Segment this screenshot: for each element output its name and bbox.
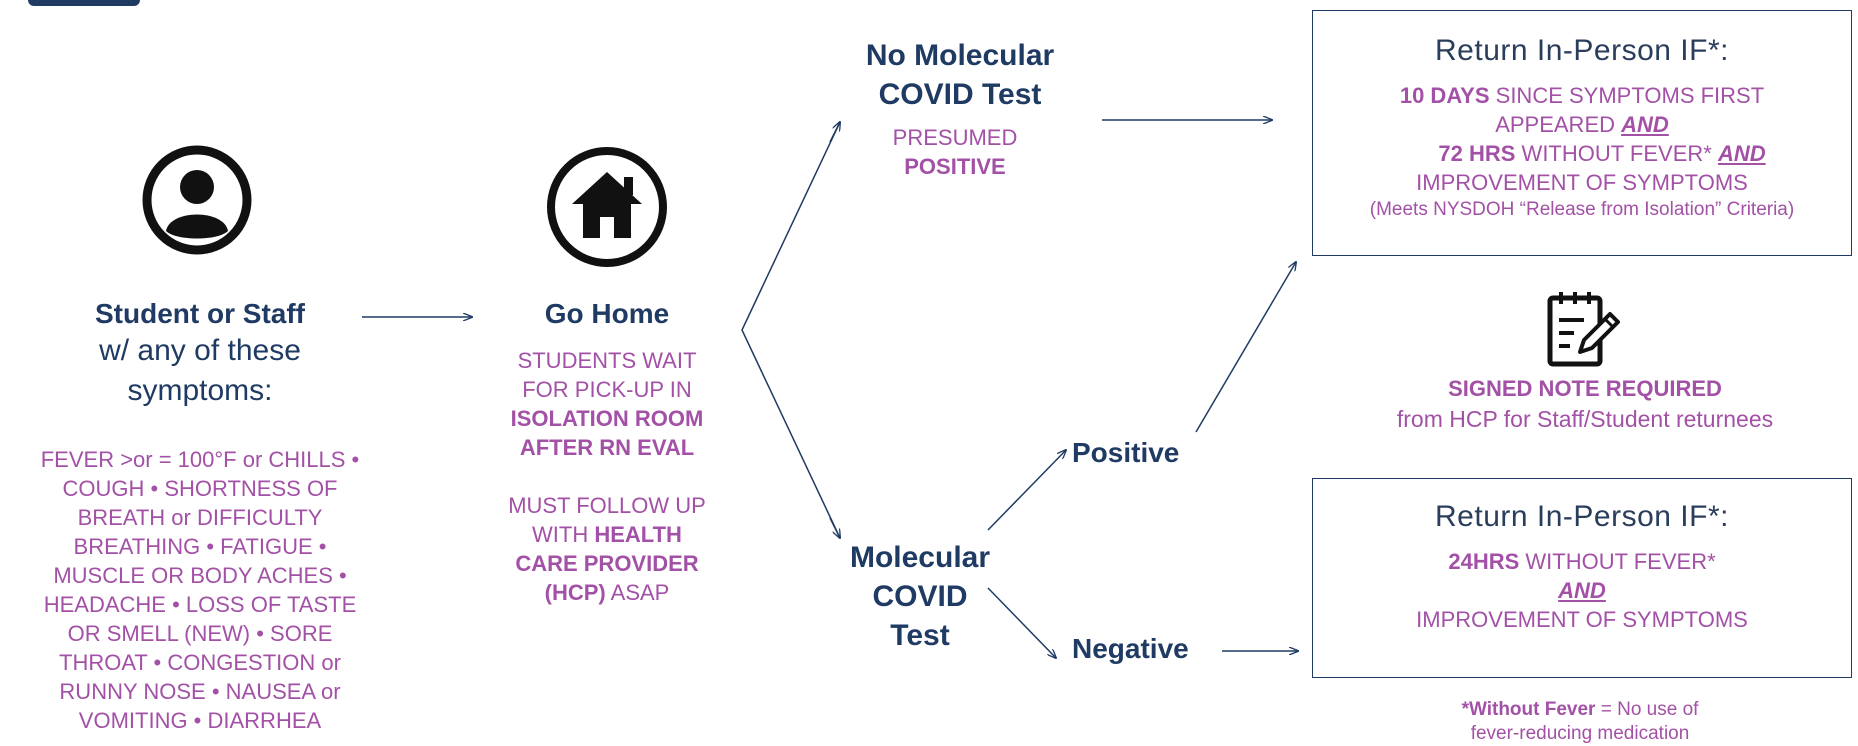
criteria-line: 24HRS WITHOUT FEVER* bbox=[1313, 547, 1851, 576]
presumed-line: PRESUMED bbox=[892, 125, 1018, 150]
criteria-line: IMPROVEMENT OF SYMPTOMS bbox=[1416, 607, 1748, 632]
no-test-title: No Molecular COVID Test bbox=[840, 36, 1080, 114]
symptom-line: OR SMELL (NEW) • SORE bbox=[67, 621, 333, 646]
box-criteria: 24HRS WITHOUT FEVER* AND IMPROVEMENT OF … bbox=[1313, 547, 1851, 634]
molecular-line: Test bbox=[890, 619, 950, 652]
molecular-test-node: Molecular COVID Test bbox=[830, 538, 1010, 655]
instruction-line: AFTER RN EVAL bbox=[519, 435, 695, 460]
molecular-line: COVID bbox=[872, 580, 968, 613]
box-title: Return In-Person IF*: bbox=[1435, 34, 1729, 67]
signed-note-title: SIGNED NOTE REQUIRED bbox=[1448, 376, 1722, 401]
start-subtitle-line: symptoms: bbox=[127, 374, 273, 407]
criteria-emphasis: 10 DAYS bbox=[1399, 83, 1490, 108]
instruction-text: ASAP bbox=[605, 580, 670, 605]
criteria-and: AND bbox=[1621, 112, 1669, 137]
instruction-emphasis: HEALTH bbox=[594, 522, 682, 547]
instruction-line: MUST FOLLOW UP bbox=[508, 493, 706, 518]
symptom-line: RUNNY NOSE • NAUSEA or bbox=[59, 679, 341, 704]
footnote-term: *Without Fever bbox=[1461, 699, 1596, 720]
criteria-and: AND bbox=[1717, 141, 1766, 166]
arrow-molecular-to-negative bbox=[987, 587, 1056, 658]
no-test-title-line: COVID Test bbox=[878, 78, 1042, 111]
return-criteria-positive-box: Return In-Person IF*: 10 DAYS SINCE SYMP… bbox=[1312, 10, 1852, 256]
footnote-line: fever-reducing medication bbox=[1470, 723, 1690, 744]
clipboard-pen-icon bbox=[1544, 290, 1626, 375]
box-title: Return In-Person IF*: bbox=[1435, 500, 1729, 533]
negative-label: Negative bbox=[1072, 633, 1189, 664]
arrow-molecular-to-positive bbox=[987, 450, 1066, 531]
criteria-and: AND bbox=[1558, 578, 1606, 603]
arrow-to-molecular bbox=[829, 517, 840, 538]
instruction-emphasis: (HCP) bbox=[544, 580, 606, 605]
footnote: *Without Fever = No use of fever-reducin… bbox=[1370, 698, 1790, 746]
symptom-line: COUGH • SHORTNESS OF bbox=[62, 476, 338, 501]
start-title: Student or Staff bbox=[95, 298, 305, 329]
signed-note-detail: from HCP for Staff/Student returnees bbox=[1396, 406, 1774, 432]
footnote-line: *Without Fever = No use of bbox=[1370, 698, 1790, 722]
instruction-line: ISOLATION ROOM bbox=[510, 406, 704, 431]
symptom-line: VOMITING • DIARRHEA bbox=[78, 708, 322, 733]
signed-note: SIGNED NOTE REQUIRED from HCP for Staff/… bbox=[1320, 374, 1850, 434]
instruction-text: WITH bbox=[532, 522, 595, 547]
criteria-emphasis: 24HRS bbox=[1448, 549, 1520, 574]
positive-label: Positive bbox=[1072, 437, 1180, 468]
start-subtitle-line: w/ any of these bbox=[99, 334, 301, 367]
go-home-title: Go Home bbox=[544, 298, 670, 329]
start-subtitle: w/ any of these symptoms: bbox=[40, 331, 360, 411]
start-node: Student or Staff w/ any of these symptom… bbox=[40, 297, 360, 411]
symptom-line: FEVER >or = 100°F or CHILLS • bbox=[40, 447, 360, 472]
instruction-line: CARE PROVIDER bbox=[515, 551, 699, 576]
criteria-text: APPEARED bbox=[1495, 112, 1622, 137]
box-criteria: 10 DAYS SINCE SYMPTOMS FIRST APPEARED AN… bbox=[1313, 81, 1851, 222]
go-home-node: Go Home bbox=[487, 297, 727, 331]
criteria-text: SINCE SYMPTOMS FIRST bbox=[1489, 83, 1765, 108]
go-home-instructions: STUDENTS WAIT FOR PICK-UP IN ISOLATION R… bbox=[477, 346, 737, 607]
symptom-line: BREATHING • FATIGUE • bbox=[73, 534, 327, 559]
criteria-emphasis: 72 HRS bbox=[1438, 141, 1516, 166]
branch-lines bbox=[741, 121, 841, 539]
no-test-title-line: No Molecular bbox=[865, 39, 1055, 72]
symptom-list: FEVER >or = 100°F or CHILLS • COUGH • SH… bbox=[0, 445, 400, 735]
header-tab-decoration bbox=[28, 0, 140, 6]
criteria-line: IMPROVEMENT OF SYMPTOMS bbox=[1416, 170, 1748, 195]
instruction-line: WITH HEALTH bbox=[477, 520, 737, 549]
presumed-positive: PRESUMED POSITIVE bbox=[860, 123, 1050, 181]
criteria-text: WITHOUT FEVER* bbox=[1519, 549, 1716, 574]
instruction-line: FOR PICK-UP IN bbox=[522, 377, 692, 402]
instruction-line: (HCP) ASAP bbox=[477, 578, 737, 607]
person-circle-icon bbox=[142, 145, 252, 260]
symptom-line: HEADACHE • LOSS OF TASTE bbox=[43, 592, 357, 617]
molecular-line: Molecular bbox=[849, 541, 991, 574]
criteria-text: WITHOUT FEVER* bbox=[1515, 141, 1718, 166]
arrow-positive-to-box bbox=[1195, 262, 1296, 433]
criteria-line: 10 DAYS SINCE SYMPTOMS FIRST bbox=[1313, 81, 1851, 110]
criteria-line: APPEARED AND bbox=[1313, 110, 1851, 139]
footnote-text: = No use of bbox=[1595, 699, 1699, 720]
criteria-line: 72 HRS WITHOUT FEVER* AND bbox=[1313, 139, 1851, 168]
arrow-to-no-test bbox=[829, 122, 840, 143]
criteria-note: (Meets NYSDOH “Release from Isolation” C… bbox=[1369, 199, 1795, 220]
symptom-line: MUSCLE OR BODY ACHES • bbox=[53, 563, 347, 588]
symptom-line: BREATH or DIFFICULTY bbox=[77, 505, 323, 530]
home-icon bbox=[545, 145, 669, 274]
no-test-node: No Molecular COVID Test bbox=[840, 36, 1080, 114]
presumed-line: POSITIVE bbox=[904, 154, 1006, 179]
return-criteria-negative-box: Return In-Person IF*: 24HRS WITHOUT FEVE… bbox=[1312, 478, 1852, 678]
instruction-line: STUDENTS WAIT bbox=[517, 348, 697, 373]
symptom-line: THROAT • CONGESTION or bbox=[59, 650, 341, 675]
